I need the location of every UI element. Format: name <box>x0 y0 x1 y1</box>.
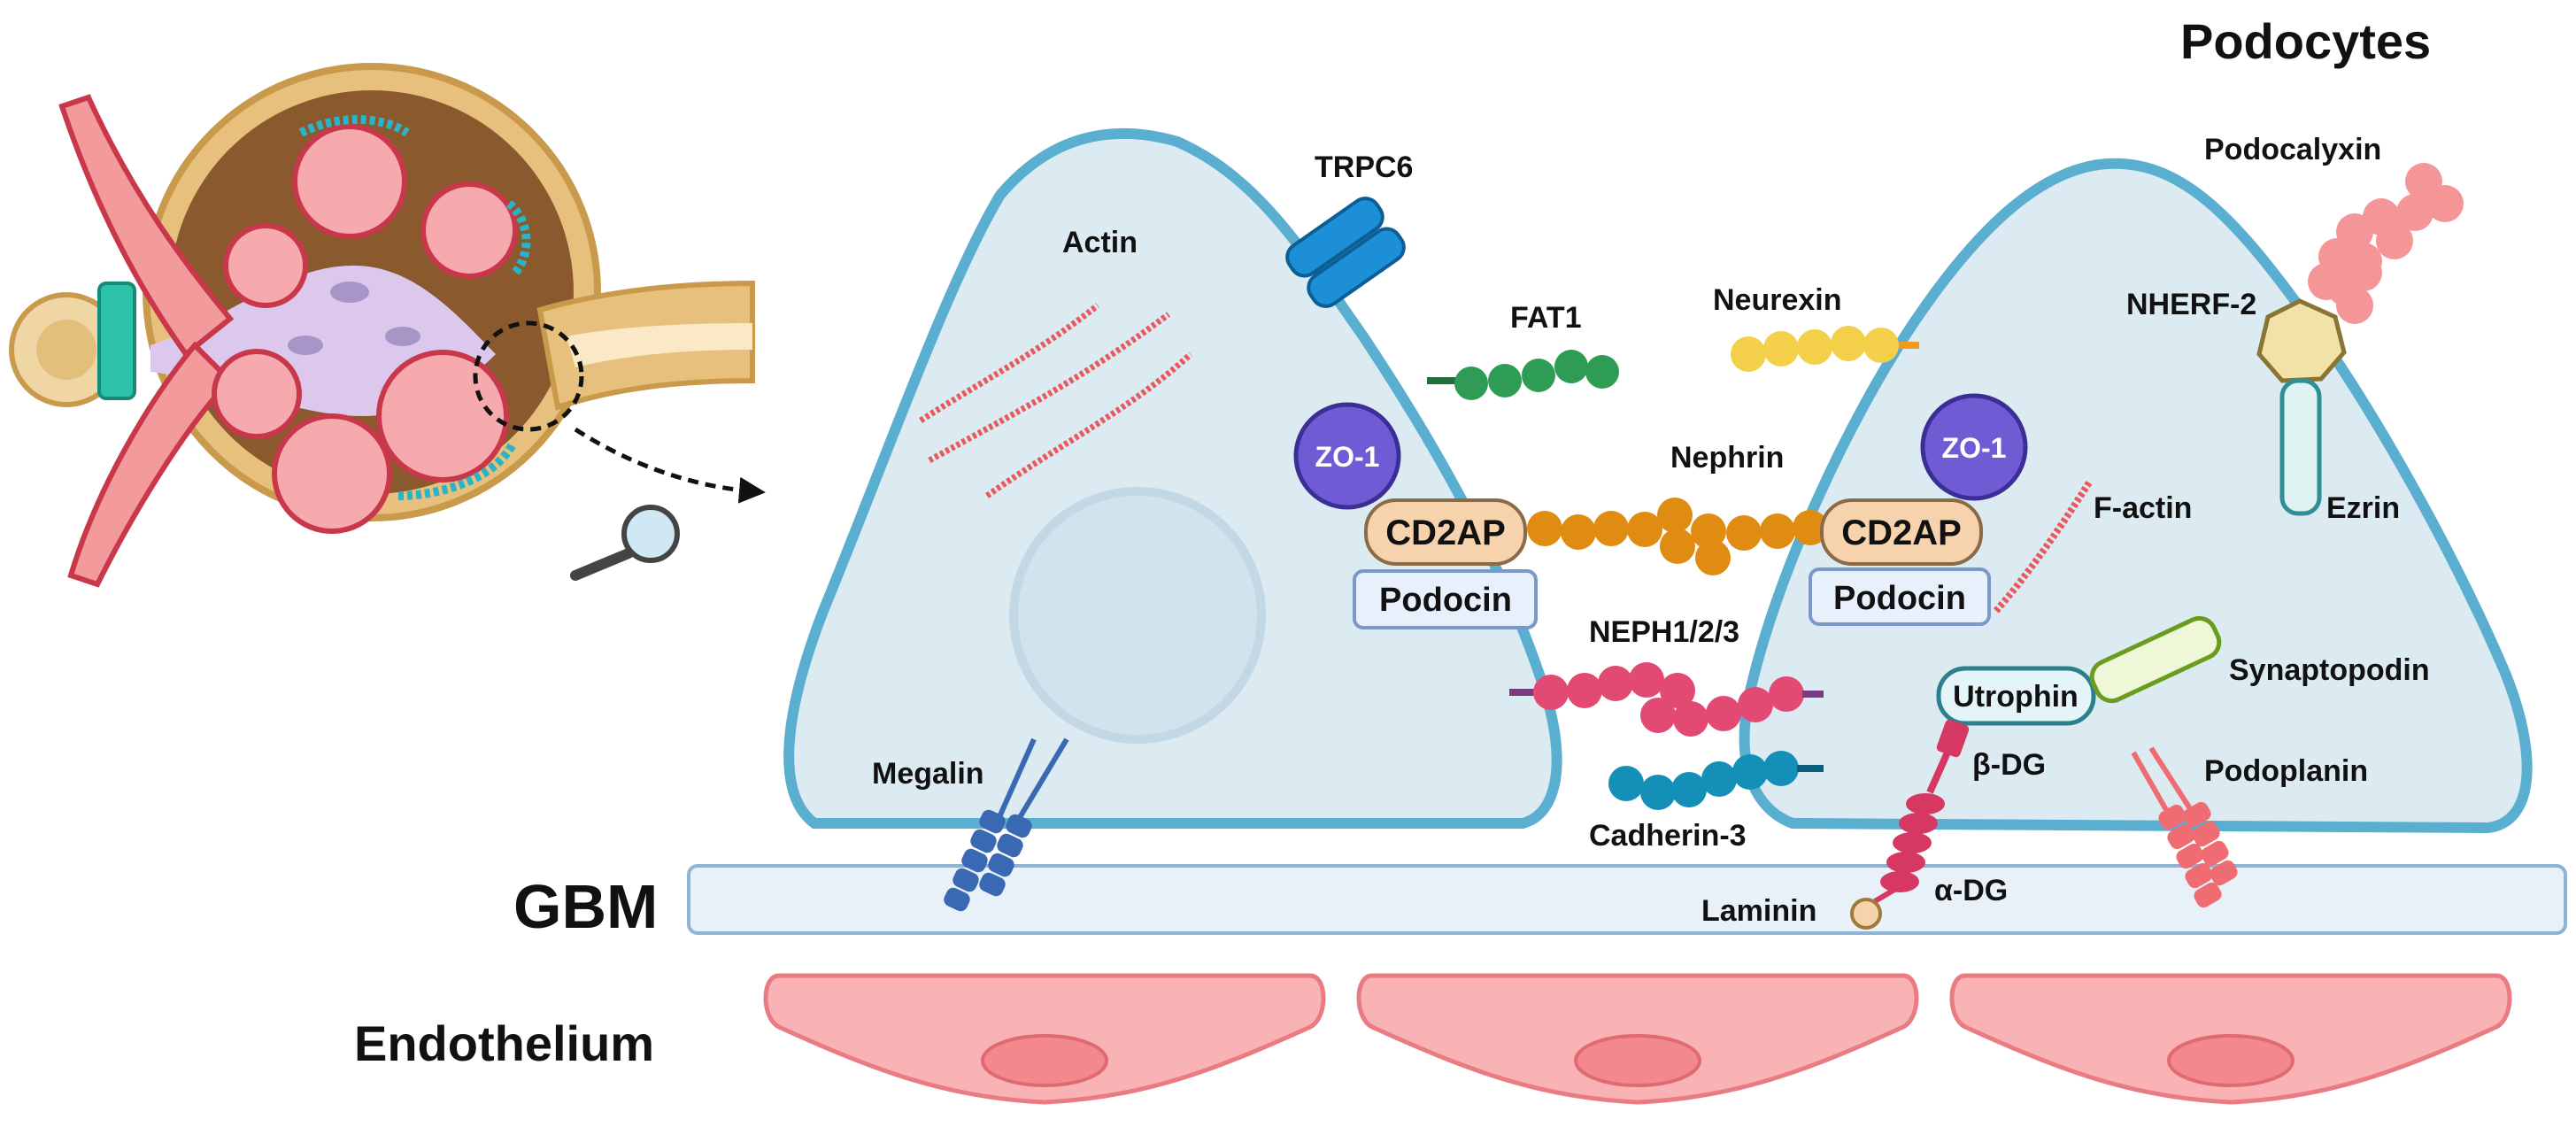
actin-filaments <box>919 303 1193 498</box>
synaptopodin-label: Synaptopodin <box>2229 653 2430 687</box>
magnifier-icon <box>570 505 680 581</box>
trpc6-label: TRPC6 <box>1315 151 1413 184</box>
laminin-label: Laminin <box>1701 894 1816 928</box>
alpha-dg-label: α-DG <box>1934 874 2008 907</box>
podocyte-cell-left <box>783 127 1562 829</box>
dystroglycan <box>1873 719 1970 904</box>
endothelial-cells <box>763 973 2512 1105</box>
f-actin-filament <box>1993 480 2093 614</box>
neph-label: NEPH1/2/3 <box>1589 615 1739 649</box>
neurexin-label: Neurexin <box>1713 283 1842 317</box>
endothelium-label: Endothelium <box>354 1015 654 1071</box>
zo1-right <box>1920 393 2028 501</box>
cd2ap-right <box>1820 498 1983 566</box>
zo1-left <box>1293 402 1401 510</box>
fat1-label: FAT1 <box>1510 301 1582 335</box>
trpc6-channel <box>1285 197 1406 308</box>
cd2ap-left <box>1364 498 1527 566</box>
podocin-left <box>1353 569 1538 629</box>
beta-dg-label: β-DG <box>1972 748 2046 782</box>
podocyte-cell-right <box>1739 158 2533 834</box>
ezrin-label: Ezrin <box>2326 491 2400 525</box>
fat1-protein <box>1427 350 1619 400</box>
zo1-right-label: ZO-1 <box>1942 432 2007 464</box>
cd2ap-left-label: CD2AP <box>1385 513 1506 552</box>
f-actin-label: F-actin <box>2094 491 2192 525</box>
podocin-right <box>1809 567 1991 626</box>
gbm-label: GBM <box>513 872 658 941</box>
megalin-receptor <box>944 737 1069 912</box>
diagram-title: Podocytes <box>2180 13 2431 69</box>
nherf2 <box>2256 298 2347 383</box>
podoplanin-label: Podoplanin <box>2204 754 2368 788</box>
nephrin-protein <box>1527 498 1828 575</box>
nucleus <box>1009 487 1266 744</box>
utrophin-label: Utrophin <box>1953 680 2079 714</box>
glomerulus-illustration <box>9 63 755 588</box>
utrophin <box>1936 666 2096 726</box>
nephrin-label: Nephrin <box>1670 441 1784 475</box>
gbm-band <box>687 864 2567 935</box>
actin-label: Actin <box>1062 226 1138 259</box>
ezrin <box>2279 378 2322 516</box>
zo1-left-label: ZO-1 <box>1315 441 1380 473</box>
podoplanin <box>2131 746 2238 908</box>
podocin-left-label: Podocin <box>1379 582 1512 619</box>
nherf2-label: NHERF-2 <box>2126 288 2256 321</box>
podocalyxin <box>2308 163 2464 324</box>
dashed-arrow <box>574 427 766 504</box>
neurexin-protein <box>1731 326 1919 372</box>
podocin-right-label: Podocin <box>1833 580 1966 617</box>
neph-protein <box>1509 662 1824 737</box>
synaptopodin <box>2089 615 2222 704</box>
cadherin3-label: Cadherin-3 <box>1589 819 1747 853</box>
laminin <box>1850 898 1882 930</box>
megalin-label: Megalin <box>872 757 984 791</box>
cadherin3-protein <box>1608 751 1824 810</box>
cd2ap-right-label: CD2AP <box>1841 513 1962 552</box>
podocalyxin-label: Podocalyxin <box>2204 133 2381 166</box>
